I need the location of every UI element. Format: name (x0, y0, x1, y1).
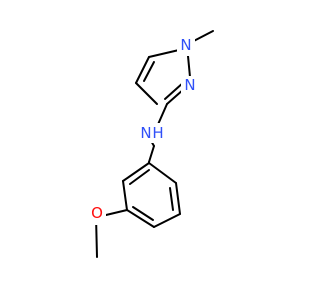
atom-label-layer: N N N H O (86, 36, 199, 225)
bond-nh-ch2-b (148, 145, 155, 163)
bond-c5-n1 (148, 49, 180, 58)
nh-label-background (138, 123, 166, 143)
oxygen-atom-label: O (91, 204, 103, 222)
molecule-structure: N N N H O (86, 30, 214, 258)
n2-label-background (181, 76, 199, 96)
bond-c3-c4 (135, 82, 158, 105)
bond-b5-b6 (122, 180, 128, 211)
bond-n1-n2 (187, 55, 191, 78)
n1-atom-label: N (180, 36, 191, 54)
bond-n2-c3-inner (164, 81, 185, 100)
n1-label-background (177, 36, 195, 56)
bond-b6-b1 (122, 162, 150, 182)
nh-hydrogen-label: H (152, 124, 163, 142)
bond-layer (95, 30, 214, 258)
nh-atom-label: N (140, 124, 151, 142)
bond-b6-b1-inner (129, 169, 150, 185)
bond-c4-c5 (135, 56, 150, 84)
bond-b2-b3 (175, 182, 181, 215)
bond-b1-b2 (148, 162, 177, 184)
oxygen-label-background (86, 204, 106, 225)
bond-c4-c5-inner (143, 61, 155, 82)
bond-b5-o (105, 209, 128, 216)
bond-b4-b5 (126, 209, 155, 228)
bond-b2-b3-inner (169, 187, 174, 211)
bond-b4-b5-inner (132, 206, 154, 221)
bond-b3-b4 (153, 213, 181, 228)
n2-atom-label: N (184, 76, 195, 94)
